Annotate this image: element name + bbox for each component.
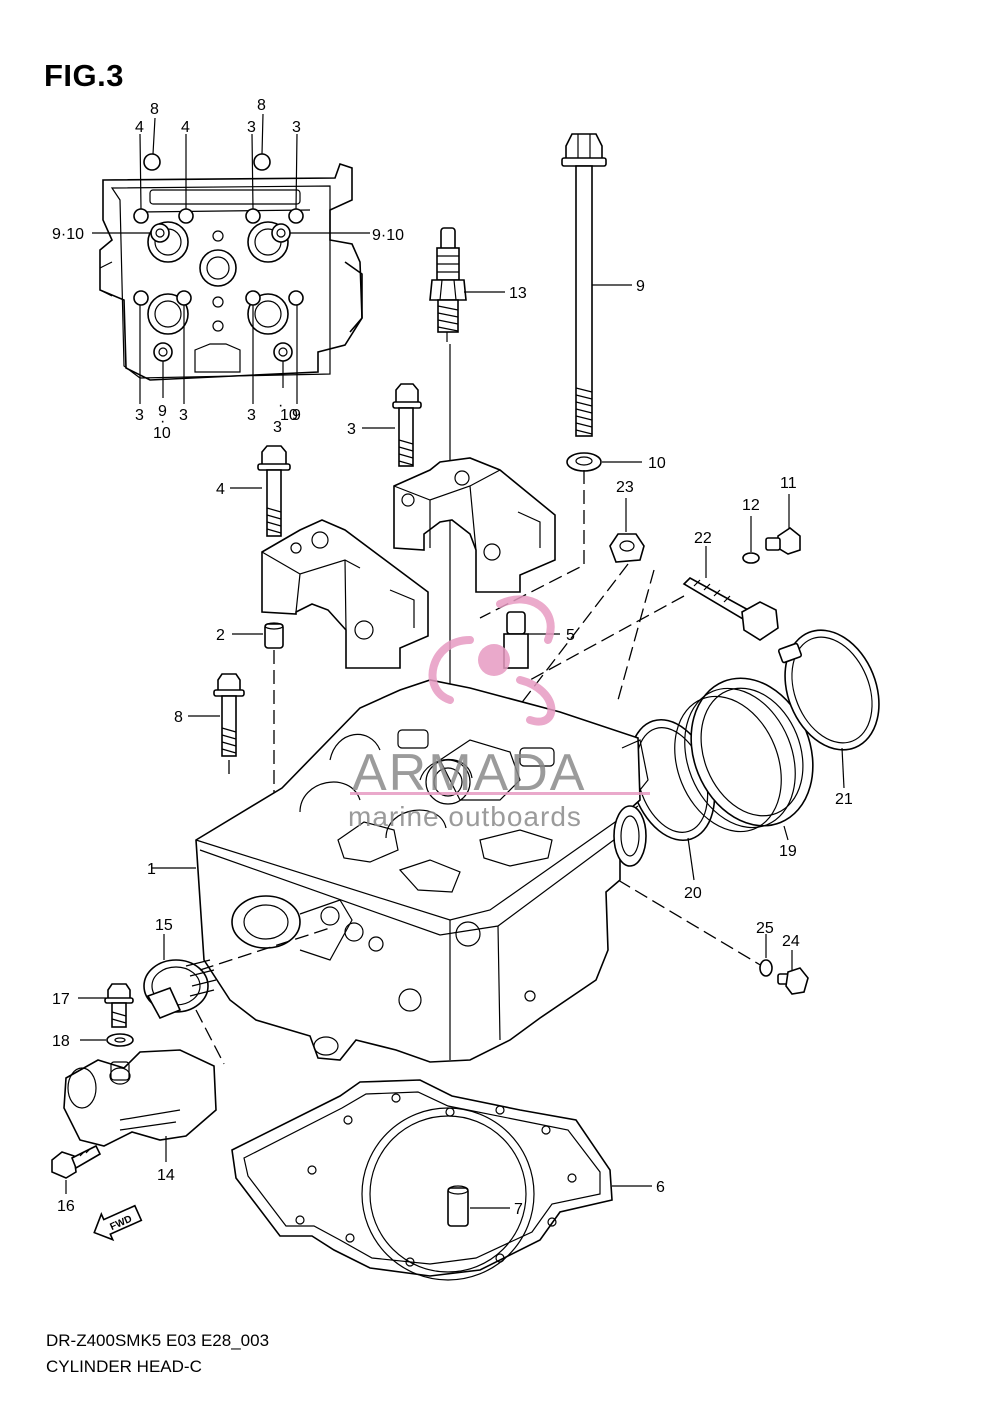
assembly-line-c — [529, 595, 685, 681]
washer-part-10 — [566, 452, 642, 472]
washer-part-25 — [759, 934, 773, 977]
inset-callouts: 8 8 4 4 3 3 9·10 9·10 3 9 · 10 3 3 9 · 1… — [52, 97, 404, 442]
bolt-part-22 — [682, 546, 779, 641]
dowel-pin-part-2 — [232, 622, 284, 800]
armada-watermark: ARMADA marine outboards — [348, 595, 650, 832]
washer-part-18 — [80, 1033, 134, 1047]
inset-callout-3-top-left: 3 — [247, 119, 256, 136]
figure-title: FIG.3 — [44, 58, 125, 93]
assembly-line-e — [617, 879, 763, 967]
callout-10: 10 — [648, 455, 666, 472]
callout-25: 25 — [756, 920, 774, 937]
callout-2: 2 — [216, 627, 225, 644]
head-bolt-part-9 — [561, 133, 632, 437]
figure-code: DR-Z400SMK5 E03 E28_003 — [46, 1331, 270, 1350]
callout-numbers: 1 2 3 4 5 6 7 8 9 10 11 12 13 14 15 16 1… — [52, 278, 853, 1218]
callout-1: 1 — [147, 861, 156, 878]
callout-7: 7 — [514, 1201, 523, 1218]
callout-23: 23 — [616, 479, 634, 496]
inset-callout-3-bottom-4: 9 — [292, 407, 301, 424]
thermostat-cap-part-14 — [63, 1049, 217, 1162]
clamp-part-21 — [777, 629, 880, 789]
callout-15: 15 — [155, 917, 173, 934]
inset-callout-3-bottom-1: 3 — [135, 407, 144, 424]
watermark-underline — [350, 792, 650, 795]
bolt-part-17 — [78, 983, 134, 1028]
inset-callout-10-bottom-left: 10 — [153, 425, 171, 442]
nut-part-23 — [609, 498, 645, 563]
callout-20: 20 — [684, 885, 702, 902]
assembly-line-b — [509, 563, 629, 719]
inset-head-top-view — [92, 113, 370, 404]
head-gasket-part-6 — [231, 1079, 652, 1281]
washer-part-12 — [742, 516, 760, 564]
bolt-part-24 — [777, 950, 809, 995]
bolt-part-11 — [765, 494, 801, 555]
watermark-propeller-logo — [428, 595, 556, 726]
callout-19: 19 — [779, 843, 797, 860]
inset-callout-8-left: 8 — [150, 101, 159, 118]
inset-callout-9-bottom-left: 9 — [158, 403, 167, 420]
inset-callout-3-bottom-2: 3 — [179, 407, 188, 424]
callout-12: 12 — [742, 497, 760, 514]
figure-name: CYLINDER HEAD-C — [46, 1357, 202, 1376]
inset-callout-3-bottom-3: 3 — [247, 407, 256, 424]
forward-direction-arrow: FWD — [93, 1204, 143, 1242]
inset-callout-9-10-left: 9·10 — [52, 226, 84, 243]
callout-22: 22 — [694, 530, 712, 547]
bolt-part-4 — [230, 445, 291, 537]
callout-4: 4 — [216, 481, 225, 498]
camshaft-cap-right — [393, 457, 556, 593]
callout-3: 3 — [347, 421, 356, 438]
callout-11: 11 — [780, 475, 797, 492]
callout-21: 21 — [835, 791, 853, 808]
inset-callout-9-bottom-right: · — [278, 397, 283, 414]
thermostat-part-15 — [143, 927, 331, 1065]
inset-callout-9-10-right: 9·10 — [372, 227, 404, 244]
callout-5: 5 — [566, 627, 575, 644]
inset-callout-10-bottom-right: 3 — [273, 419, 282, 436]
inset-callout-3-top-right: 3 — [292, 119, 301, 136]
dowel-pin-part-7 — [447, 1185, 510, 1227]
inset-callout-dot-right: 10 — [280, 407, 298, 424]
cylinder-head-part-1 — [152, 679, 649, 1063]
callout-17: 17 — [52, 991, 70, 1008]
bolt-part-8 — [188, 673, 245, 778]
callout-8: 8 — [174, 709, 183, 726]
watermark-tagline: marine outboards — [348, 801, 582, 832]
camshaft-cap-left — [261, 519, 429, 669]
callout-6: 6 — [656, 1179, 665, 1196]
callout-16: 16 — [57, 1198, 75, 1215]
callout-14: 14 — [157, 1167, 175, 1184]
bolt-part-3 — [362, 383, 422, 467]
callout-24: 24 — [782, 933, 800, 950]
callout-18: 18 — [52, 1033, 70, 1050]
callout-9: 9 — [636, 278, 645, 295]
assembly-line-d — [617, 569, 655, 701]
bolt-part-16 — [51, 1144, 102, 1194]
inset-callout-8-right: 8 — [257, 97, 266, 114]
inset-callout-4-right: 4 — [181, 119, 190, 136]
inset-callout-dot-left: · — [160, 413, 165, 430]
inset-callout-4-left: 4 — [135, 119, 144, 136]
spark-plug-part-13 — [429, 227, 505, 860]
callout-13: 13 — [509, 285, 527, 302]
